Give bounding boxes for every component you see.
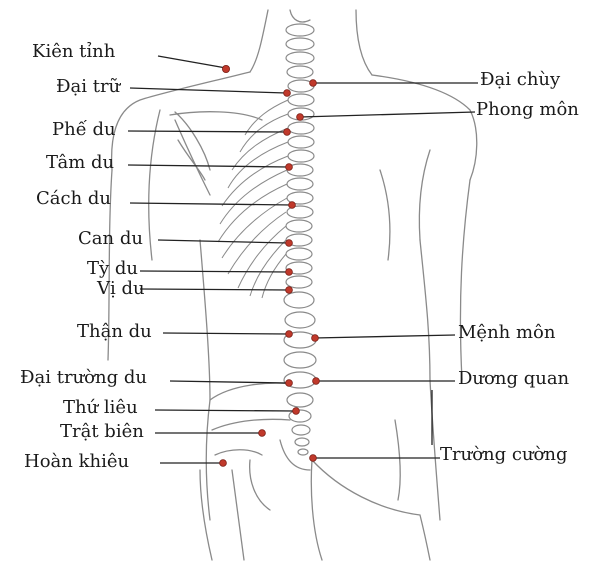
label-duong-quan: Dương quan: [458, 368, 570, 389]
label-menh-mon: Mệnh môn: [458, 322, 556, 343]
point-dai-truong-du: [285, 379, 293, 387]
point-tam-du: [285, 163, 293, 171]
spine: [283, 23, 317, 456]
point-ty-du: [285, 268, 293, 276]
label-phong-mon: Phong môn: [476, 99, 579, 120]
point-kien-tinh: [221, 65, 230, 74]
point-can-du: [285, 239, 293, 247]
point-phe-du: [283, 128, 291, 136]
label-thu-lieu: Thứ liêu: [63, 397, 138, 418]
acupoint-markers: [219, 65, 320, 467]
label-trat-bien: Trật biên: [60, 421, 144, 442]
label-kien-tinh: Kiên tỉnh: [32, 41, 116, 62]
label-hoan-khieu: Hoàn khiêu: [24, 451, 130, 472]
body-outline: [107, 9, 478, 561]
label-tam-du: Tâm du: [46, 152, 115, 173]
point-trat-bien: [258, 429, 266, 437]
label-can-du: Can du: [78, 228, 143, 249]
point-hoan-khieu: [219, 459, 227, 467]
label-than-du: Thận du: [77, 321, 152, 342]
leader-lines: [127, 55, 478, 464]
point-than-du: [285, 330, 293, 338]
label-vi-du: Vị du: [97, 278, 145, 299]
point-vi-du: [285, 286, 293, 294]
label-dai-tru: Đại trữ: [56, 76, 121, 97]
point-dai-tru: [283, 89, 291, 97]
label-cach-du: Cách du: [36, 188, 112, 209]
ribs: [217, 99, 289, 299]
point-thu-lieu: [292, 407, 300, 415]
point-duong-quan: [312, 377, 320, 385]
label-ty-du: Tỳ du: [87, 258, 139, 279]
point-dai-chuy: [309, 79, 317, 87]
point-cach-du: [288, 201, 296, 209]
point-truong-cuong: [309, 454, 317, 462]
label-dai-chuy: Đại chùy: [480, 69, 561, 90]
point-phong-mon: [296, 113, 304, 121]
label-dai-truong-du: Đại trường du: [20, 367, 147, 388]
label-phe-du: Phế du: [52, 119, 116, 140]
label-truong-cuong: Trường cường: [440, 444, 568, 465]
point-menh-mon: [311, 334, 319, 342]
